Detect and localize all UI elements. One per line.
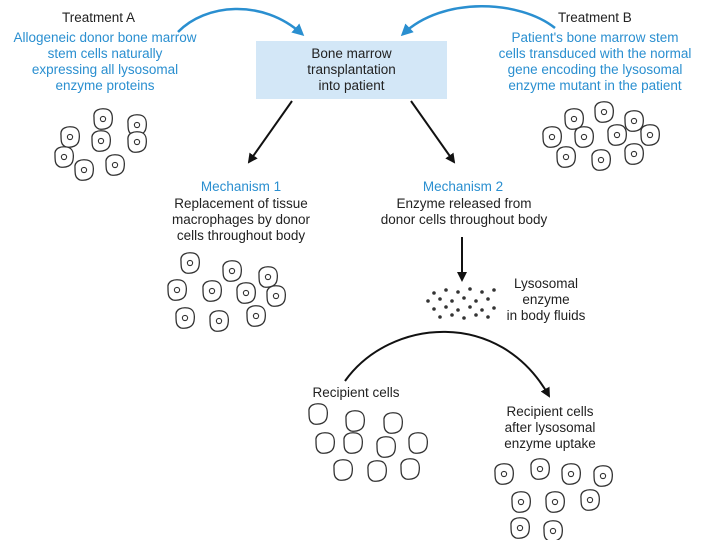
- recipient-after-cell: [494, 463, 514, 485]
- recipient-cell: [408, 432, 428, 454]
- donor-cell-b: [564, 108, 584, 130]
- recipient-cell: [383, 412, 403, 434]
- enzyme-dot: [438, 297, 442, 301]
- recipient-cells-label: Recipient cells: [312, 385, 400, 400]
- macrophage-cell: [167, 279, 187, 301]
- recipient-after-cell: [510, 517, 530, 539]
- recipient-cell: [376, 436, 396, 458]
- donor-cell-b: [542, 126, 562, 148]
- donor-cell-a: [74, 159, 94, 181]
- donor-cell-b: [624, 143, 644, 165]
- recipient-cell: [333, 459, 353, 481]
- donor-cell-a: [60, 126, 80, 148]
- treatment-a-title: Treatment A: [62, 10, 136, 25]
- enzyme-dot: [474, 313, 478, 317]
- recipient-after-cell: [543, 520, 563, 540]
- enzyme-dot: [468, 287, 472, 291]
- donor-cell-a: [54, 146, 74, 168]
- macrophage-cell: [236, 282, 256, 304]
- macrophage-cell: [222, 260, 242, 282]
- donor-cell-a: [127, 131, 147, 153]
- mechanism-1-arrow: [247, 100, 293, 164]
- recipient-cell: [400, 458, 420, 480]
- enzyme-dot: [492, 288, 496, 292]
- recipient-cell: [345, 410, 365, 432]
- mechanism-1-description: Replacement of tissue macrophages by don…: [171, 196, 311, 243]
- donor-cell-b: [594, 101, 614, 123]
- donor-cell-b: [574, 126, 594, 148]
- enzyme-dot: [492, 306, 496, 310]
- mechanism-2-description: Enzyme released from donor cells through…: [380, 196, 548, 227]
- enzyme-dot: [480, 290, 484, 294]
- recipient-after-cell: [530, 458, 550, 480]
- mechanism-1-title: Mechanism 1: [200, 179, 282, 194]
- donor-cell-b: [591, 149, 611, 171]
- enzyme-dot: [444, 288, 448, 292]
- enzyme-dot: [456, 290, 460, 294]
- transplant-box: [256, 41, 447, 99]
- donor-cell-b: [640, 124, 660, 146]
- enzyme-dot: [468, 305, 472, 309]
- macrophage-cell: [202, 280, 222, 302]
- recipient-cell: [343, 432, 363, 454]
- macrophage-cell: [258, 266, 278, 288]
- enzyme-dot: [432, 291, 436, 295]
- enzyme-dot: [462, 316, 466, 320]
- recipient-after-cell: [580, 489, 600, 511]
- treatment-b-arrow: [400, 5, 556, 37]
- uptake-arrow: [344, 330, 550, 398]
- treatment-b-title: Treatment B: [558, 10, 632, 25]
- macrophage-cell: [266, 285, 286, 307]
- donor-cell-a: [105, 154, 125, 176]
- recipient-cell: [315, 432, 335, 454]
- recipient-after-label: Recipient cells after lysosomal enzyme u…: [504, 404, 596, 451]
- recipient-cell: [367, 460, 387, 482]
- enzyme-dot: [450, 299, 454, 303]
- donor-cell-a: [91, 130, 111, 152]
- enzyme-dot: [486, 297, 490, 301]
- donor-cell-a: [127, 114, 147, 136]
- recipient-after-cell: [561, 463, 581, 485]
- recipient-cell: [308, 403, 328, 425]
- donor-cell-b: [556, 146, 576, 168]
- transplant-box-label: Bone marrow transplantation into patient: [307, 46, 396, 93]
- enzyme-dot: [450, 313, 454, 317]
- enzyme-label: Lysosomal enzyme in body fluids: [506, 276, 586, 323]
- enzyme-dot: [426, 299, 430, 303]
- enzyme-dot: [462, 296, 466, 300]
- enzyme-dot: [456, 308, 460, 312]
- macrophage-cell: [175, 307, 195, 329]
- enzyme-dot: [474, 299, 478, 303]
- treatment-b-description: Patient's bone marrow stem cells transdu…: [498, 30, 692, 93]
- recipient-after-cell: [545, 491, 565, 513]
- donor-cell-b: [624, 110, 644, 132]
- macrophage-cell: [180, 252, 200, 274]
- mechanism-2-arrow: [410, 100, 456, 164]
- enzyme-dot: [432, 307, 436, 311]
- treatment-a-arrow: [177, 7, 305, 37]
- macrophage-cell: [209, 310, 229, 332]
- donor-cell-a: [93, 108, 113, 130]
- donor-cell-b: [607, 124, 627, 146]
- enzyme-dot: [486, 315, 490, 319]
- treatment-a-description: Allogeneic donor bone marrow stem cells …: [13, 30, 197, 93]
- mechanism-2-title: Mechanism 2: [422, 179, 504, 194]
- enzyme-dot: [480, 308, 484, 312]
- enzyme-dot: [444, 305, 448, 309]
- enzyme-dot: [438, 315, 442, 319]
- recipient-after-cell: [511, 491, 531, 513]
- macrophage-cell: [246, 305, 266, 327]
- recipient-after-cell: [593, 465, 613, 487]
